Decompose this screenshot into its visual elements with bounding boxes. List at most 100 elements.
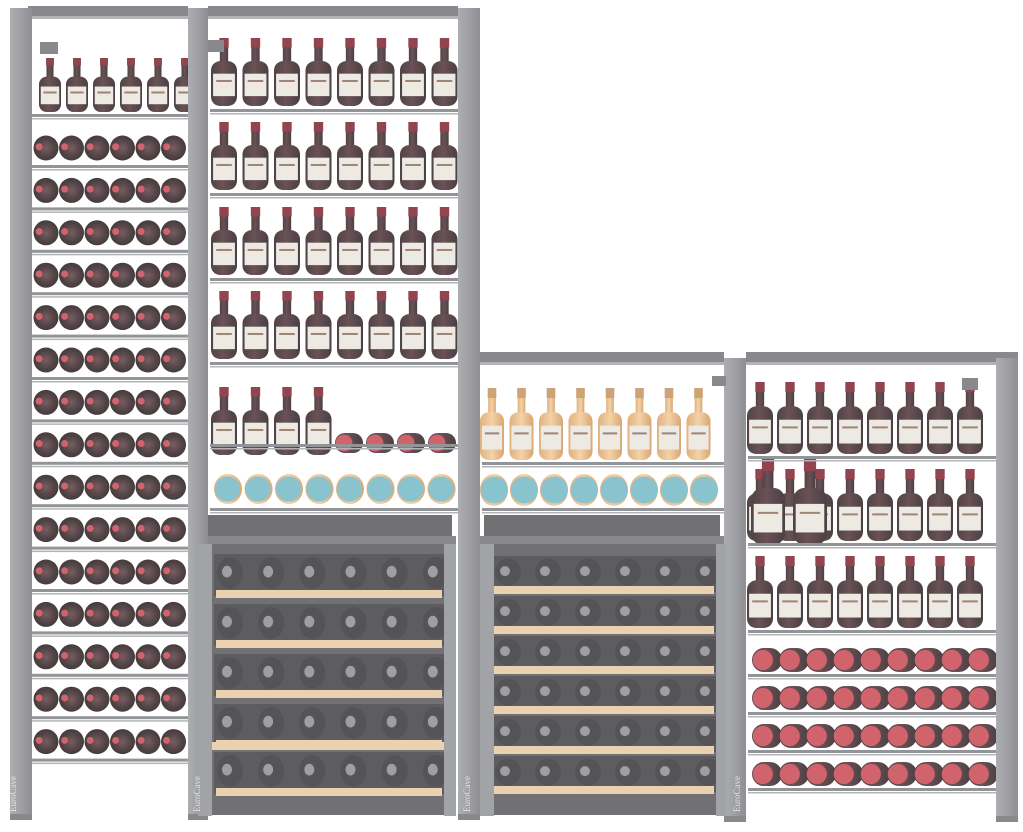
bottle-label-mark	[632, 432, 647, 435]
bottle-capsule	[860, 687, 881, 709]
bottle-label-mark	[310, 428, 327, 431]
lying-bottle	[33, 729, 59, 755]
bottle-neck	[314, 293, 323, 319]
lying-bottle	[110, 347, 135, 373]
shelf-rail-lower	[210, 113, 458, 115]
display-bottle	[274, 291, 300, 359]
bottle-neck	[251, 209, 260, 235]
lying-bottle	[59, 135, 84, 161]
display-bottle	[837, 382, 863, 454]
bottle-capsule	[35, 440, 43, 448]
lying-bottle	[59, 347, 84, 373]
bottle-neck	[576, 390, 585, 417]
bottle-capsule	[46, 58, 54, 66]
drawer-bottle-highlight	[386, 763, 397, 776]
shelf-rail-lower	[748, 547, 996, 549]
display-bottle	[957, 556, 983, 628]
display-bottle	[242, 291, 269, 359]
bottle-label-mark	[124, 91, 138, 94]
bottle-label	[402, 73, 424, 97]
bottle-capsule	[163, 567, 171, 575]
drawer-bottle-highlight	[222, 565, 232, 578]
shelf-rail-lower	[210, 197, 458, 199]
bottle-label-mark	[373, 79, 390, 82]
drawer-cabinet-top	[200, 536, 456, 544]
lying-bottle	[33, 177, 59, 203]
bottle-label	[244, 422, 267, 446]
bottle-neck	[440, 40, 449, 66]
drawer-bottle-highlight	[500, 566, 510, 577]
display-bottle	[274, 38, 300, 106]
bottle-capsule	[86, 185, 94, 193]
bottle-neck	[251, 293, 260, 319]
bottle-capsule	[408, 122, 418, 132]
display-bottle	[400, 122, 426, 190]
bottle-label	[899, 593, 921, 618]
bottle-capsule	[163, 270, 171, 278]
shelf-rail	[32, 207, 188, 211]
bottle-neck	[219, 124, 229, 150]
bottle-capsule	[833, 763, 854, 785]
bottle-capsule	[313, 207, 324, 217]
bottle-capsule	[397, 434, 415, 452]
display-bottle	[120, 58, 142, 112]
display-bottle	[431, 207, 458, 275]
bottle-label	[307, 157, 330, 181]
shelf-rail-lower	[32, 253, 188, 256]
bottle-neck	[815, 471, 825, 498]
bottle-capsule	[397, 476, 424, 502]
drawer-bottle-highlight	[619, 606, 630, 617]
drawer-wood-front	[494, 586, 714, 594]
bottle-label	[213, 242, 235, 266]
display-bottle	[368, 291, 395, 359]
bottle-label-mark	[216, 79, 232, 82]
display-bottle	[242, 207, 269, 275]
bottle-label	[244, 326, 267, 350]
bottle-capsule	[61, 143, 69, 151]
lying-bottle	[110, 177, 135, 203]
shelf-rail-lower	[32, 118, 188, 120]
bottle-capsule	[965, 556, 975, 567]
bottle-capsule	[517, 388, 526, 399]
bottle-neck	[127, 60, 135, 81]
bottle-capsule	[875, 556, 885, 567]
bottle-capsule	[163, 694, 171, 702]
lying-bottle	[135, 135, 161, 161]
bottle-neck	[219, 293, 229, 319]
lying-bottle	[33, 601, 59, 627]
lying-bottle	[110, 559, 135, 585]
rack-foot	[458, 814, 480, 820]
bottle-label-mark	[782, 513, 798, 516]
drawer-bottle-highlight	[699, 606, 710, 617]
bottle-label-mark	[932, 426, 948, 429]
lying-bottle	[84, 262, 110, 288]
lying-bottle	[33, 474, 59, 500]
bottle-label	[433, 242, 456, 266]
bottle-capsule	[428, 434, 446, 452]
shelf-rail	[32, 673, 188, 677]
drawer-bottle-highlight	[427, 615, 438, 628]
bottle-capsule	[914, 687, 935, 709]
bottle-label-mark	[310, 79, 327, 82]
top-panel	[208, 6, 458, 16]
lying-bottle	[84, 347, 110, 373]
bottle-capsule	[570, 476, 598, 504]
shelf-rail	[32, 716, 188, 720]
bottle-label	[433, 326, 456, 350]
bottle-neck	[517, 390, 526, 417]
bottle-label-mark	[932, 513, 948, 516]
bottle-capsule	[86, 694, 94, 702]
display-bottle	[927, 556, 953, 628]
display-bottle	[305, 207, 332, 275]
bottle-capsule	[806, 725, 827, 747]
bottle-capsule	[887, 725, 908, 747]
display-bottle	[897, 382, 923, 454]
display-bottle	[337, 207, 363, 275]
bottle-label	[749, 419, 771, 444]
bottle-capsule	[968, 725, 989, 747]
bottle-neck	[935, 558, 945, 585]
shelf-rail	[748, 630, 996, 633]
bottle-capsule	[86, 355, 94, 363]
bottle-label-mark	[752, 426, 768, 429]
lying-bottle	[59, 601, 84, 627]
